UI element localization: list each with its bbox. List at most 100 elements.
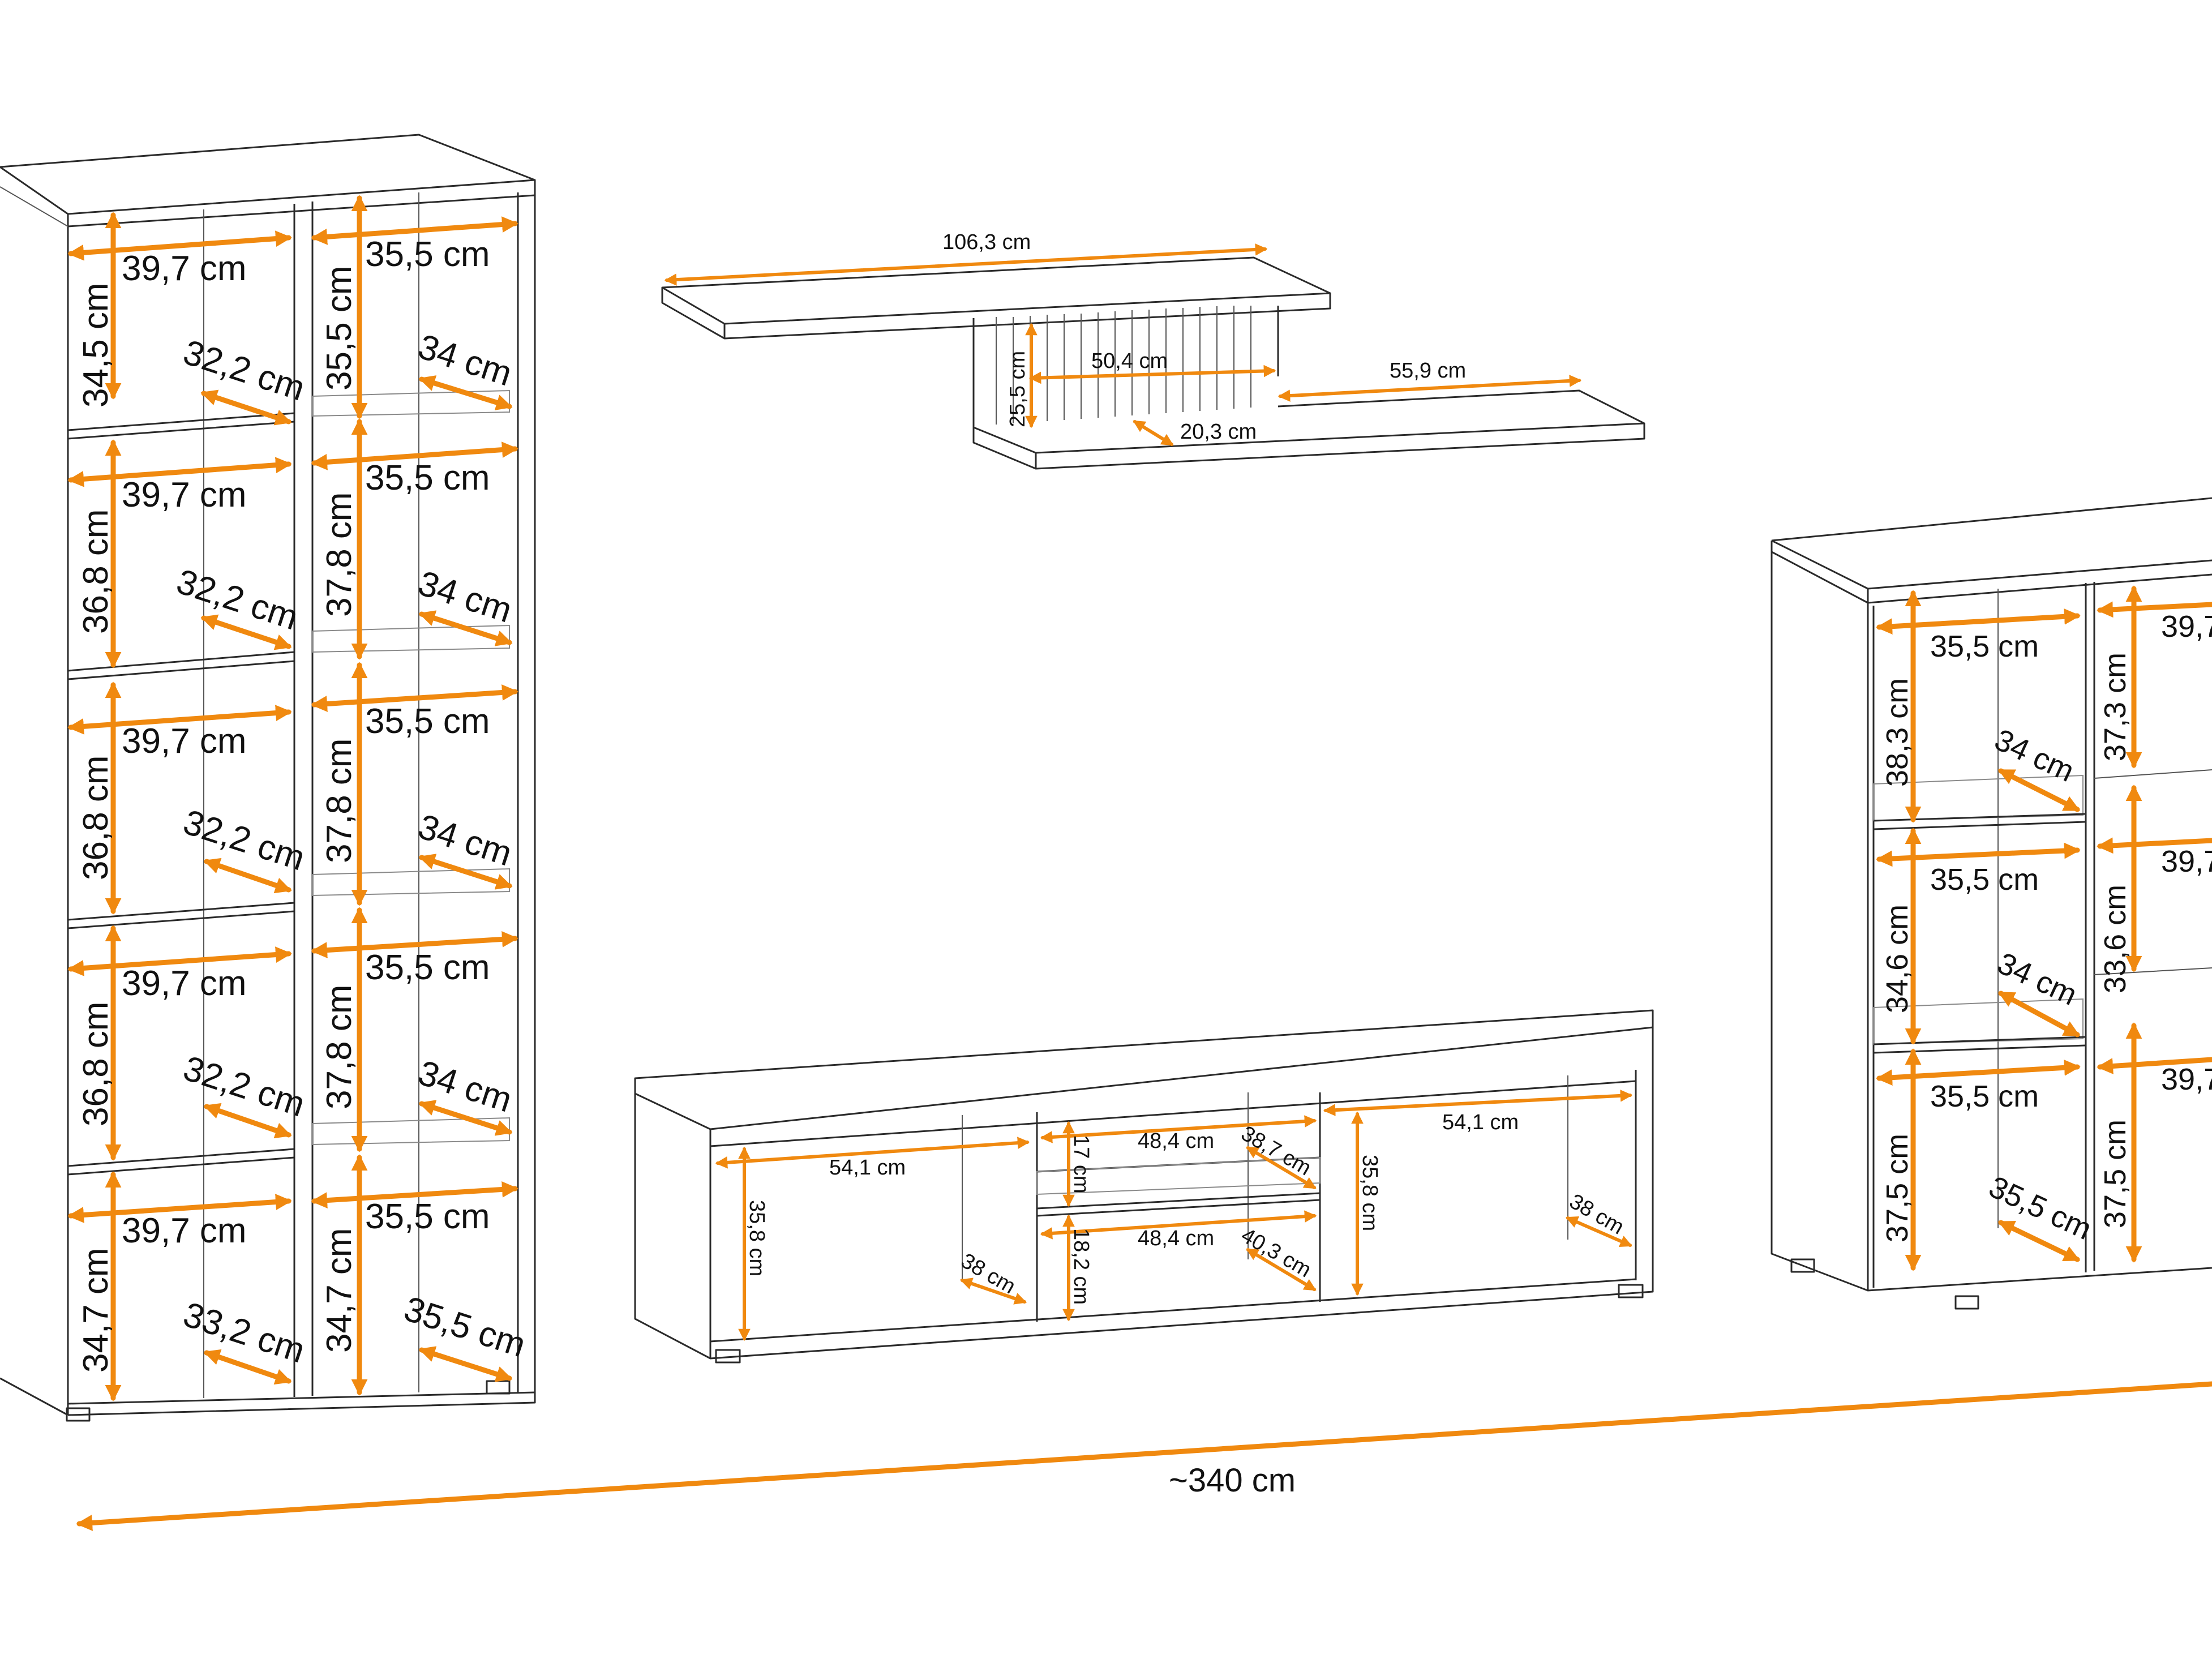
left-depth-label: 38 cm xyxy=(957,1249,1020,1298)
width-arrow xyxy=(2097,601,2212,618)
mid-top-width-arrow xyxy=(1040,1115,1317,1143)
height-label: 33,6 cm xyxy=(2098,885,2132,993)
overall-width-dimension: ~340 cm xyxy=(76,1381,2212,1531)
width-label: 35,5 cm xyxy=(365,948,490,987)
width-label: 35,5 cm xyxy=(1930,1079,2039,1113)
depth-label: 20,3 cm xyxy=(1180,420,1257,444)
top-width-arrow xyxy=(664,243,1268,286)
depth-label: 32,2 cm xyxy=(179,1049,310,1125)
height-label: 34,7 cm xyxy=(76,1248,115,1373)
tv-unit: 54,1 cm 35,8 cm 38 cm 48,4 cm 17 cm 38,7… xyxy=(634,1009,1654,1364)
width-label: 35,5 cm xyxy=(365,702,490,741)
depth-label: 34 cm xyxy=(414,564,517,631)
tv-unit-body xyxy=(634,1009,1654,1364)
width-label: 39,7 cm xyxy=(122,1211,247,1250)
mid-top-width-label: 48,4 cm xyxy=(1138,1129,1214,1153)
wall-shelf: 106,3 cm 50,4 cm 25,5 cm 20,3 cm 55,9 cm xyxy=(661,230,1645,470)
depth-arrow xyxy=(203,1349,292,1385)
height-label: 37,8 cm xyxy=(320,492,359,617)
center-height-label: 25,5 cm xyxy=(1006,351,1030,427)
mid-top-depth-arrow xyxy=(1246,1146,1317,1189)
left-tall-cabinet: 39,7 cm 34,5 cm 32,2 cm 35,5 cm 35,5 cm … xyxy=(0,134,536,1422)
width-arrow xyxy=(1876,1059,2081,1086)
width-arrow xyxy=(1876,608,2081,635)
depth-label: 32,2 cm xyxy=(172,562,303,638)
depth-arrow xyxy=(418,610,513,646)
mid-bottom-width-label: 48,4 cm xyxy=(1138,1227,1214,1250)
depth-arrow xyxy=(200,614,292,650)
height-label: 34,7 cm xyxy=(320,1228,359,1353)
depth-label: 35,5 cm xyxy=(1984,1169,2097,1246)
width-arrow xyxy=(311,441,518,470)
depth-arrow xyxy=(1997,1220,2081,1262)
height-label: 36,8 cm xyxy=(76,1001,115,1126)
mid-top-depth-label: 38,7 cm xyxy=(1237,1121,1315,1180)
top-width-label: 106,3 cm xyxy=(942,230,1031,254)
height-label: 37,8 cm xyxy=(320,984,359,1109)
depth-arrow xyxy=(418,854,513,890)
depth-label: 32,2 cm xyxy=(179,803,310,878)
width-label: 35,5 cm xyxy=(1930,863,2039,897)
left-depth-arrow xyxy=(959,1278,1027,1305)
width-arrow xyxy=(311,1181,518,1208)
width-label: 35,5 cm xyxy=(1930,629,2039,663)
width-arrow xyxy=(311,216,518,245)
width-label: 39,7 cm xyxy=(122,964,247,1003)
depth-arrow xyxy=(418,1346,513,1382)
mid-bottom-height-label: 18,2 cm xyxy=(1069,1228,1093,1305)
depth-label: 33,2 cm xyxy=(179,1295,310,1371)
right-width-arrow xyxy=(1323,1090,1633,1116)
height-label: 34,5 cm xyxy=(76,282,115,408)
width-label: 39,7 cm xyxy=(122,722,247,761)
depth-arrow xyxy=(418,375,513,410)
right-cabinet-body xyxy=(1771,497,2212,1310)
width-label: 39,7 xyxy=(2161,1062,2212,1096)
depth-arrow xyxy=(1997,991,2081,1038)
width-label: 35,5 cm xyxy=(365,235,490,274)
height-label: 37,5 cm xyxy=(2098,1120,2132,1228)
right-cabinet-row-2: 35,5 cm 34,6 cm 34 cm 39,7 33,6 cm xyxy=(1876,785,2212,1045)
depth-label: 32,2 cm xyxy=(179,333,310,409)
side-width-arrow xyxy=(1278,375,1582,402)
mid-top-height-label: 17 cm xyxy=(1069,1135,1093,1193)
right-cabinet-row-3: 35,5 cm 37,5 cm 35,5 cm 39,7 37,5 cm xyxy=(1876,1022,2212,1271)
mid-bottom-depth-label: 40,3 cm xyxy=(1237,1223,1315,1282)
right-cabinet-row-1: 35,5 cm 38,3 cm 34 cm 39,7 37,3 cm xyxy=(1876,585,2212,823)
right-width-label: 54,1 cm xyxy=(1442,1111,1519,1134)
width-label: 39,7 cm xyxy=(122,249,247,288)
height-label: 37,3 cm xyxy=(2098,653,2132,761)
height-label: 36,8 cm xyxy=(76,509,115,634)
left-width-label: 54,1 cm xyxy=(829,1156,906,1180)
width-label: 39,7 cm xyxy=(122,475,247,515)
center-width-label: 50,4 cm xyxy=(1091,349,1168,373)
depth-arrow xyxy=(203,858,292,894)
depth-arrow xyxy=(1133,420,1174,446)
width-arrow xyxy=(311,931,518,958)
mid-bottom-width-arrow xyxy=(1040,1210,1317,1240)
width-label: 35,5 cm xyxy=(365,1197,490,1236)
left-width-arrow xyxy=(715,1137,1030,1169)
depth-label: 34 cm xyxy=(414,807,517,874)
depth-arrow xyxy=(1997,768,2081,812)
height-label: 34,6 cm xyxy=(1880,904,1914,1013)
center-width-arrow xyxy=(1028,365,1276,384)
width-label: 39,7 xyxy=(2161,610,2212,644)
left-height-label: 35,8 cm xyxy=(745,1200,769,1276)
width-arrow xyxy=(2097,1057,2212,1074)
right-height-label: 35,8 cm xyxy=(1358,1155,1382,1231)
width-arrow xyxy=(1876,842,2081,867)
overall-width-arrow xyxy=(76,1381,2212,1531)
depth-arrow xyxy=(418,1100,513,1136)
width-label: 35,5 cm xyxy=(365,458,490,498)
height-label: 36,8 cm xyxy=(76,755,115,880)
left-cabinet-row-3: 39,7 cm 36,8 cm 32,2 cm 35,5 cm 37,8 cm … xyxy=(67,662,518,915)
width-arrow xyxy=(311,684,518,712)
width-label: 39,7 xyxy=(2161,844,2212,878)
height-label: 37,5 cm xyxy=(1880,1134,1914,1242)
depth-arrow xyxy=(200,389,292,426)
depth-arrow xyxy=(203,1103,292,1139)
height-label: 37,8 cm xyxy=(320,738,359,863)
depth-label: 34 cm xyxy=(414,1053,517,1120)
right-cabinet: 35,5 cm 38,3 cm 34 cm 39,7 37,3 cm 35,5 … xyxy=(1771,497,2212,1310)
